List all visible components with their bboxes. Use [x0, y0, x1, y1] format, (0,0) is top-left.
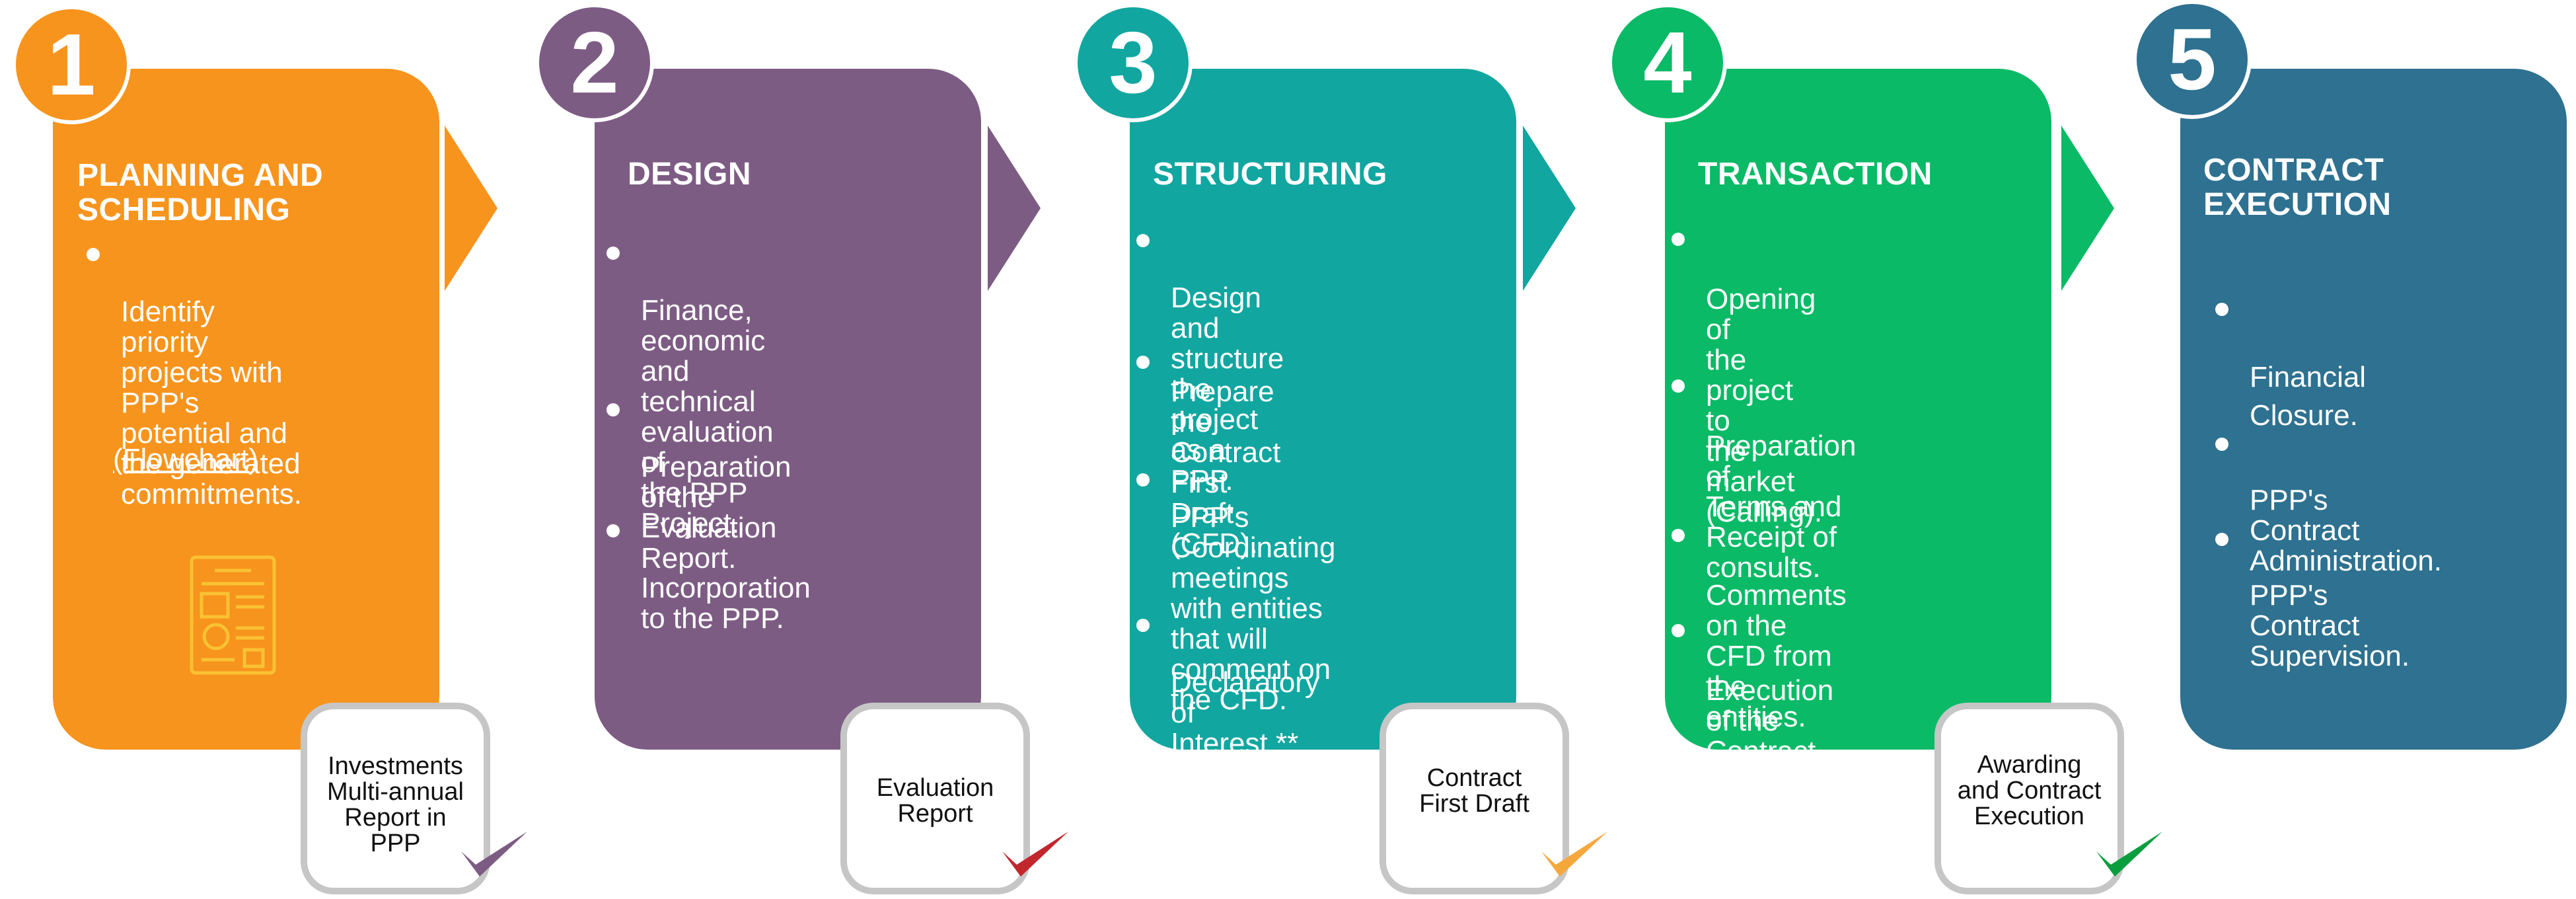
bullet-text: Preparation of the Evaluation Report. [641, 451, 791, 574]
bullet-dot [2215, 303, 2228, 316]
flowchart-link[interactable]: (Flowchart) [113, 443, 259, 475]
stage-1-title: PLANNING AND SCHEDULING [77, 158, 324, 227]
stage-1-number-badge: 1 [12, 5, 131, 124]
bullet-dot [607, 247, 620, 260]
bullet-dot [1672, 379, 1685, 393]
bullet-dot [1136, 234, 1150, 247]
stage-2-output-label: Evaluation Report [876, 774, 994, 828]
stage-4-bullet: Opening of the project to the market (Ca… [1668, 223, 1822, 528]
stage-5-bullet: Financial Closure. [2211, 297, 2366, 435]
stage-3-bullet: Prepare the Contract First Draft (CFD). [1132, 316, 1280, 559]
stage-1-output-card: Investments Multi-annual Report in PPP [301, 703, 527, 894]
bullet-dot [2215, 533, 2228, 546]
bullet-dot [1136, 356, 1150, 369]
bullet-text: PPP's Coordinating meetings with entitie… [1171, 501, 1336, 716]
stage-3-card [1130, 69, 1516, 750]
bullet-text: Prepare the Contract First Draft (CFD). [1171, 375, 1281, 560]
stage-1-card [53, 69, 439, 750]
stage-2-output-card: Evaluation Report [840, 703, 1068, 894]
stage-1-bullet: Identify priority projects with PPP's po… [83, 236, 302, 510]
stage-1-arrow [445, 126, 497, 291]
stage-4-bullet: Preparation of Terms and Receipt of cons… [1668, 370, 1856, 583]
bullet-text: Opening of the project to the market (Ca… [1706, 283, 1823, 528]
bullet-text: Preparation of Terms and Receipt of cons… [1706, 430, 1857, 584]
stage-3-output-label: Contract First Draft [1419, 764, 1529, 818]
stage-2-bullet: Finance, economic and technical evaluati… [603, 235, 774, 539]
bullet-dot [1136, 473, 1150, 487]
stage-3-bullet: Declaratory of Interest.** [1132, 607, 1319, 759]
stage-2-bullet: Preparation of the Evaluation Report. [603, 391, 791, 574]
stage-1-number: 1 [47, 16, 96, 113]
stage-4-number: 4 [1643, 14, 1692, 111]
bullet-text: PPP's Contract Administration. [2250, 484, 2443, 577]
stage-2-card [595, 69, 981, 750]
stage-4-output-label: Awarding and Contract Execution [1957, 751, 2102, 830]
stage-4-arrow [2061, 126, 2114, 291]
bullet-text: Incorporation to the PPP. [641, 572, 811, 635]
stage-5-card [2180, 69, 2567, 750]
bullet-dot [1672, 233, 1685, 246]
bullet-dot [1672, 624, 1685, 637]
stage-3-number: 3 [1109, 14, 1158, 111]
checkmark-icon [1002, 832, 1068, 877]
stage-2-arrow [988, 126, 1041, 291]
stage-3-number-badge: 3 [1074, 3, 1193, 122]
stage-2-number-badge: 2 [535, 3, 654, 122]
stage-5-title: CONTRACT EXECUTION [2203, 153, 2392, 222]
bullet-dot [1672, 529, 1685, 542]
stage-4-title: TRANSACTION [1698, 157, 1932, 192]
stage-4-bullet: Execution of the Contract. [1668, 615, 1833, 767]
stage-2-title: DESIGN [628, 157, 752, 192]
bullet-dot [1136, 619, 1150, 632]
bullet-text: Declaratory of Interest.** [1171, 666, 1319, 760]
stage-3-title: STRUCTURING [1153, 157, 1387, 192]
stage-3-bullet: PPP's Coordinating meetings with entitie… [1132, 442, 1336, 715]
stage-4-card [1665, 69, 2051, 750]
bullet-dot [607, 403, 620, 416]
checkmark-icon [461, 832, 527, 877]
stage-4-output-card: Awarding and Contract Execution [1934, 703, 2162, 894]
stage-3-output-card: Contract First Draft [1380, 703, 1607, 894]
stage-5-number: 5 [2168, 11, 2217, 108]
stage-5-bullet: PPP's Contract Supervision. [2211, 520, 2410, 672]
checkmark-icon [1541, 832, 1607, 877]
bullet-text: Financial Closure. [2250, 361, 2367, 432]
stage-2-number: 2 [570, 14, 619, 111]
report-document-icon [190, 555, 276, 675]
checkmark-icon [2096, 832, 2162, 877]
bullet-text: Execution of the Contract. [1706, 674, 1834, 767]
bullet-text: PPP's Contract Supervision. [2250, 579, 2410, 672]
bullet-dot [607, 524, 620, 537]
stage-3-arrow [1523, 126, 1576, 291]
stage-1-output-label: Investments Multi-annual Report in PPP [327, 752, 464, 857]
stage-3-bullet: Design and structure the project as a PP… [1132, 222, 1284, 496]
stage-2-bullet: Incorporation to the PPP. [603, 512, 811, 634]
stage-5-number-badge: 5 [2133, 0, 2252, 119]
stage-4-bullet: Comments on the CFD from the entities. [1668, 520, 1847, 732]
bullet-dot [87, 248, 100, 261]
bullet-text: Design and structure the project as a PP… [1171, 282, 1284, 496]
bullet-dot [2215, 438, 2228, 451]
bullet-text: Identify priority projects with PPP's po… [121, 295, 302, 510]
bullet-text: Finance, economic and technical evaluati… [641, 294, 774, 539]
stage-5-bullet: PPP's Contract Administration. [2211, 424, 2442, 576]
bullet-text: Comments on the CFD from the entities. [1706, 579, 1847, 733]
stage-4-number-badge: 4 [1608, 3, 1727, 122]
